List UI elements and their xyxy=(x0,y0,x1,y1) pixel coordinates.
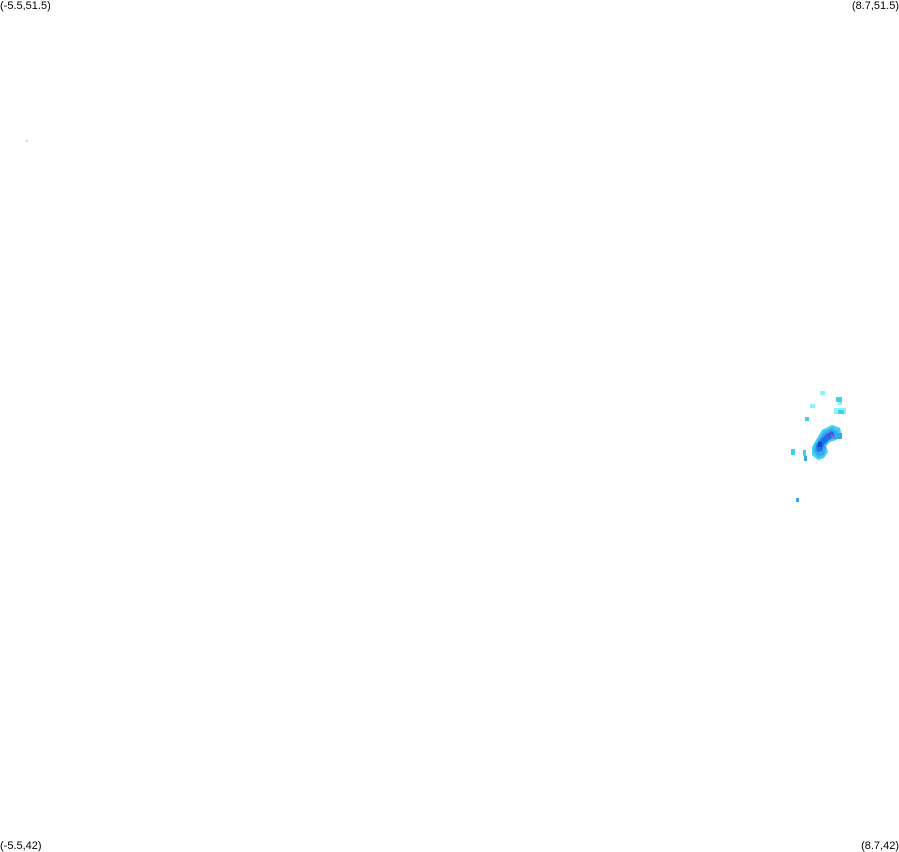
precip-cell xyxy=(796,498,799,502)
corner-label-top-right: (8.7,51.5) xyxy=(851,0,899,12)
precip-cell-core xyxy=(818,442,822,447)
corner-label-top-left: (-5.5,51.5) xyxy=(0,0,51,12)
precip-cell xyxy=(834,433,842,439)
precip-cell xyxy=(838,402,842,405)
precip-cell xyxy=(820,391,825,395)
precip-cell xyxy=(836,397,842,402)
precip-cell xyxy=(810,404,815,408)
precip-cell xyxy=(803,450,806,456)
precip-cell-intense xyxy=(831,435,833,437)
corner-label-bottom-right: (8.7,42) xyxy=(861,840,899,852)
precip-speck xyxy=(26,140,28,142)
corner-label-bottom-left: (-5.5,42) xyxy=(0,840,42,852)
precip-cell xyxy=(804,456,807,461)
precip-cell-intense xyxy=(828,434,831,436)
precip-cell xyxy=(838,410,844,414)
precip-cell xyxy=(805,417,809,421)
precip-cell xyxy=(791,449,795,455)
